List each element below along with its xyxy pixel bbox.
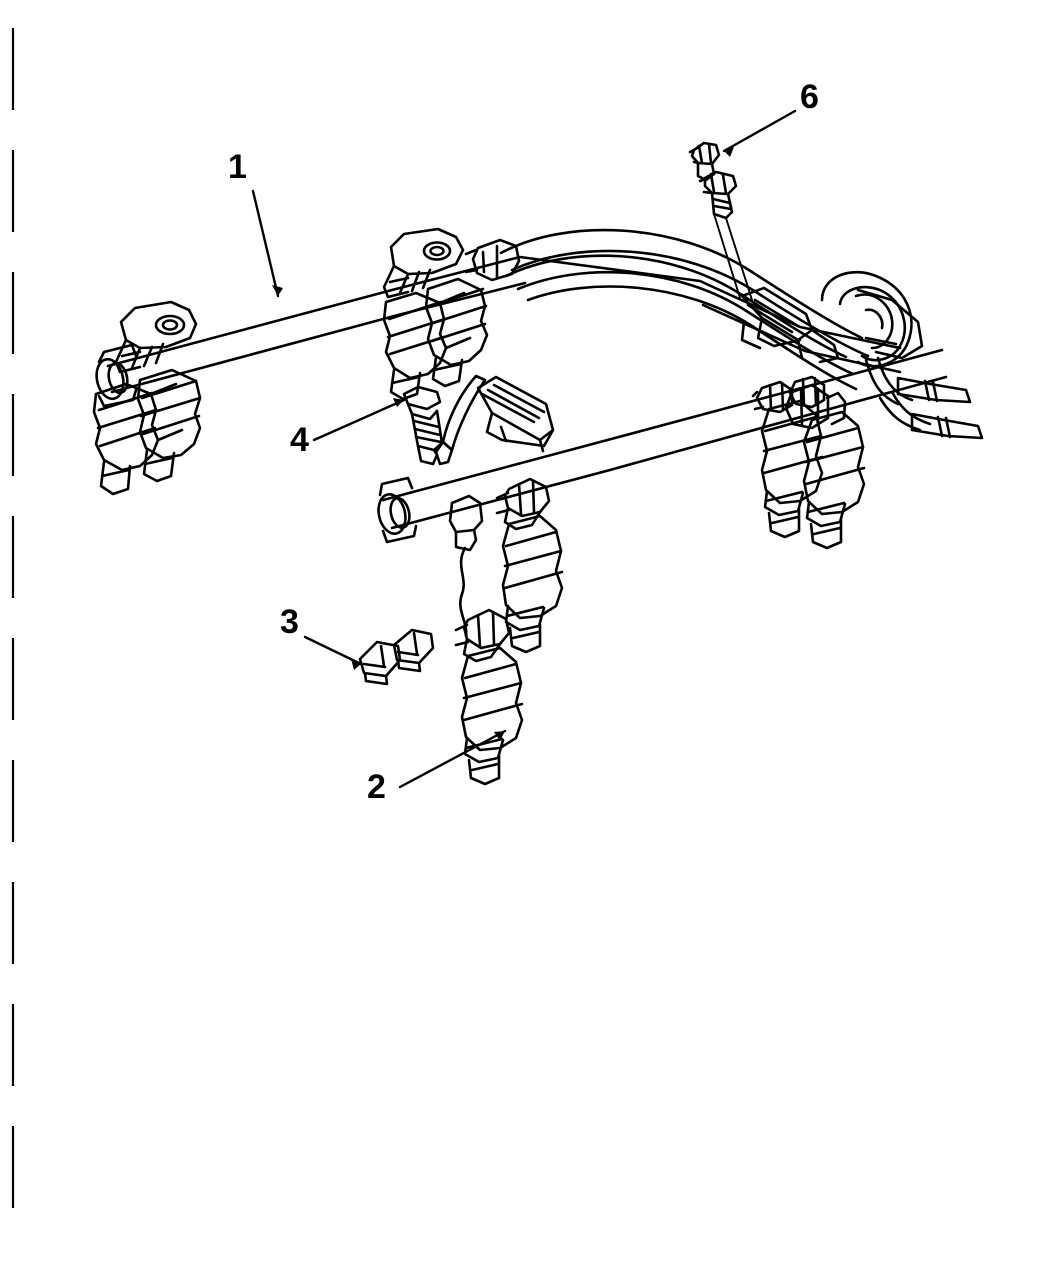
arrow-tip-3 [351, 659, 361, 670]
arrow-tip-6 [724, 147, 734, 157]
leader-line-1 [251, 189, 280, 298]
callout-number-2: 2 [367, 768, 386, 806]
leader-line-4 [312, 398, 406, 442]
callout-number-4: 4 [290, 421, 309, 459]
callout-number-6: 6 [800, 78, 819, 116]
leader-line-2 [398, 729, 507, 789]
arrow-tip-4 [393, 398, 404, 407]
leader-line-6 [722, 109, 797, 153]
rail-mount-bracket-mid [382, 227, 465, 299]
arrow-tip-1 [272, 285, 283, 296]
arrow-tip-2 [494, 731, 505, 741]
hose-clamp-bolt [688, 141, 753, 301]
rail-holddown-clip [476, 375, 555, 453]
callout-number-3: 3 [280, 603, 299, 641]
fuel-rail-assembly [92, 141, 984, 786]
right-hose-loop-assembly [820, 270, 984, 440]
fuel-injector-left-pair [92, 368, 202, 496]
fuel-injector-center-upper [495, 477, 564, 654]
injector-retainer-arch [434, 374, 487, 466]
rail-saddle-clip [448, 494, 484, 552]
fuel-supply-hoses [464, 228, 870, 391]
callout-arrow-tips [272, 147, 734, 741]
hose-retaining-bracket [740, 286, 840, 364]
rail-mount-bracket-left [114, 300, 198, 374]
fuel-injector-right-pair [751, 375, 866, 550]
callout-number-1: 1 [228, 148, 247, 186]
injector-retainer-clip [358, 628, 435, 686]
fuel-injector-lower [454, 608, 524, 786]
